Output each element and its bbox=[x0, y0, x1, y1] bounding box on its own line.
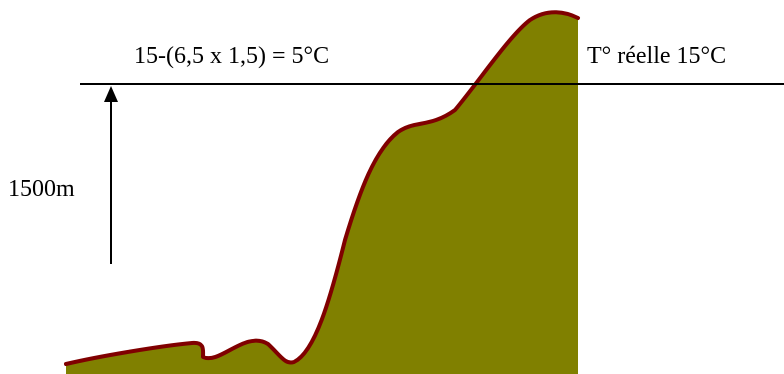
formula-label: 15-(6,5 x 1,5) = 5°C bbox=[134, 43, 329, 69]
altitude-label: 1500m bbox=[8, 176, 75, 202]
real-temperature-label: T° réelle 15°C bbox=[587, 43, 726, 69]
arrow-head-icon bbox=[104, 86, 118, 102]
mountain-shape bbox=[66, 12, 578, 374]
mountain-outline bbox=[64, 10, 580, 366]
